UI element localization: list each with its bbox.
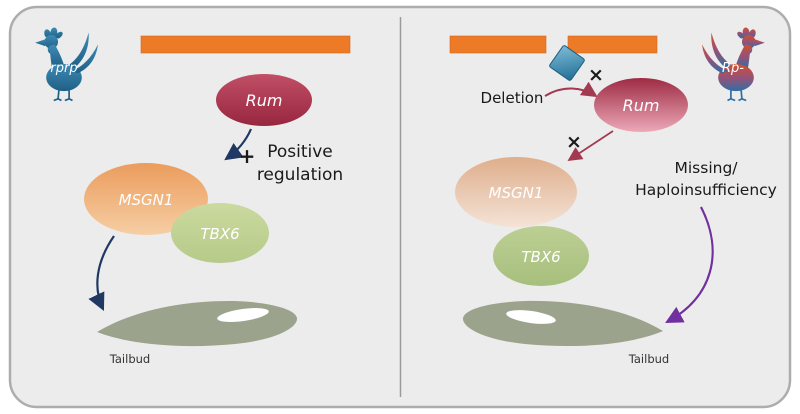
tbx6-label-right: TBX6: [521, 248, 560, 266]
blocked-regulation-cross: ×: [566, 131, 582, 153]
positive-regulation-arrow: [224, 128, 253, 161]
haploinsufficiency-arrow: [665, 206, 714, 324]
rooster-neck: [735, 44, 752, 69]
rooster-legs: [727, 90, 747, 102]
rooster-tail: [72, 44, 98, 74]
rooster-neck: [48, 44, 65, 69]
rum-label-right: Rum: [623, 96, 660, 115]
genotype-label-right: Rp-: [722, 61, 744, 76]
rooster-tail: [69, 32, 89, 69]
deletion-arrow: [544, 81, 598, 98]
rum-label-left: Rum: [246, 91, 283, 110]
tbx6-gene-left: [171, 203, 269, 263]
blocked-regulation-line: [567, 130, 614, 161]
deletion-label: Deletion: [481, 89, 544, 107]
tbx6-gene-right: [493, 226, 589, 286]
tbx6-label-left: TBX6: [200, 225, 239, 243]
rooster-beak: [754, 39, 765, 47]
rooster-icon-left: [35, 27, 98, 102]
tailbud-activation-arrow: [88, 235, 115, 311]
msgn1-label-left: MSGN1: [119, 191, 174, 209]
msgn1-gene-right: [455, 157, 577, 227]
rooster-beak: [35, 39, 46, 47]
missing-label-line1: Missing/: [674, 159, 738, 177]
tailbud-label-right: Tailbud: [628, 352, 669, 366]
left-panel: rprp Rum + Positive regulation MSGN1 TBX…: [35, 27, 351, 366]
rooster-icon-right: [702, 27, 765, 102]
chromosome-bar-left: [140, 35, 351, 54]
genotype-label-left: rprp: [50, 61, 77, 76]
right-panel: × Deletion Rum × MSGN1 TBX6 Missing/ Hap…: [449, 27, 777, 366]
tailbud-label-left: Tailbud: [109, 352, 150, 366]
positive-regulation-label-line1: Positive: [267, 142, 333, 162]
msgn1-gene-left: [84, 163, 208, 235]
deleted-fragment-icon: [549, 45, 585, 81]
chromosome-bar-right-b: [567, 35, 658, 54]
rooster-tail: [702, 44, 728, 74]
tailbud-highlight-right: [506, 310, 556, 324]
chromosome-bar-right-a: [449, 35, 547, 54]
msgn1-label-right: MSGN1: [489, 184, 544, 202]
missing-label-line2: Haploinsufficiency: [635, 181, 777, 199]
rum-gene-left: [216, 74, 312, 126]
rum-gene-right: [594, 78, 688, 132]
positive-regulation-label-line2: regulation: [257, 165, 343, 185]
plus-sign: +: [239, 144, 256, 168]
rooster-legs: [53, 90, 73, 102]
rooster-tail: [711, 32, 731, 69]
deletion-cross-top: ×: [588, 64, 604, 86]
tailbud-highlight-left: [217, 308, 269, 322]
